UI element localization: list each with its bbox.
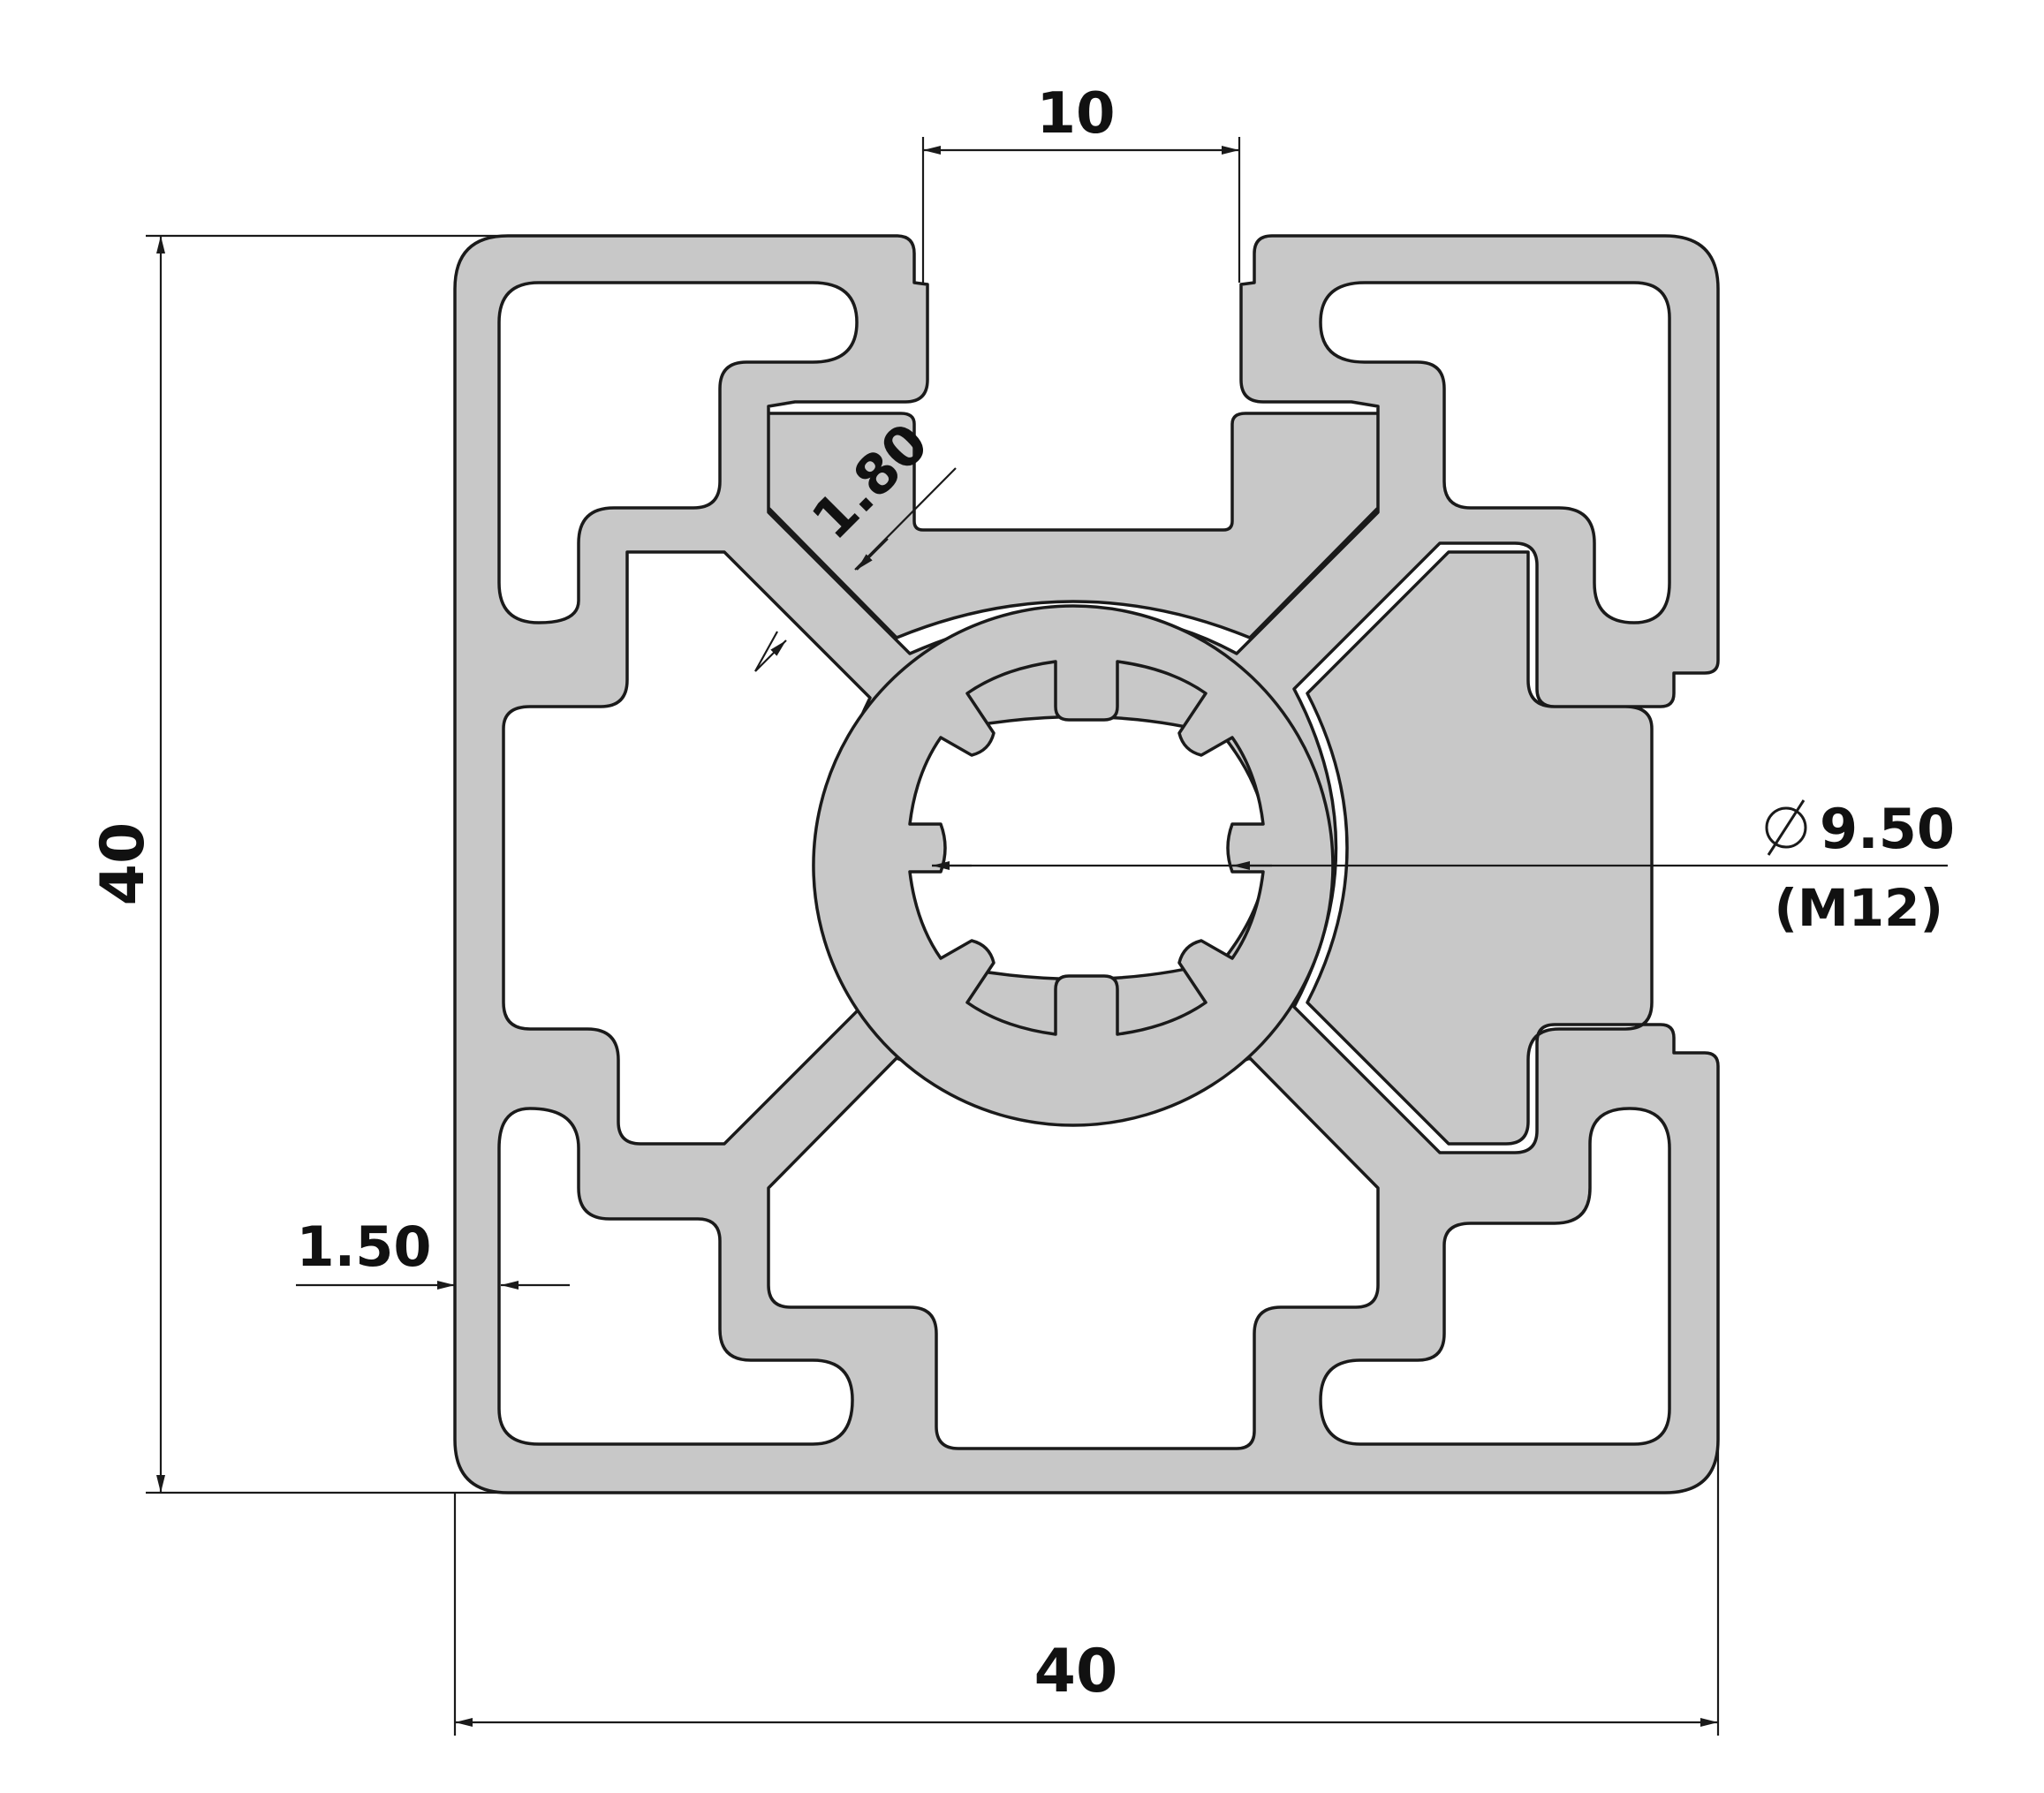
dim-arrow-web-a (856, 538, 889, 571)
dim-height: 40 (88, 234, 503, 1494)
dim-arrow-web-b (754, 639, 787, 672)
dim-label-bore-diameter: 9.50 (1820, 797, 1955, 861)
dim-width: 40 (453, 1378, 1720, 1736)
dim-label-height: 40 (88, 822, 158, 906)
profile-body (453, 234, 1720, 1494)
dim-line-web-inner (754, 631, 778, 672)
diameter-symbol-icon (1765, 799, 1807, 856)
dim-label-wall-thickness: 1.50 (297, 1214, 432, 1279)
dim-bore-diameter: 9.50 (M12) (932, 797, 1955, 938)
dim-label-slot-width: 10 (1036, 81, 1115, 147)
dim-label-bore-thread: (M12) (1775, 878, 1943, 938)
dim-slot-width: 10 (921, 81, 1241, 283)
dim-label-width: 40 (1034, 1637, 1118, 1706)
center-bore (812, 604, 1335, 1127)
extrusion-profile (453, 234, 1720, 1494)
dim-line-web-outer (854, 467, 957, 571)
dim-wall-thickness: 1.50 (296, 1214, 570, 1290)
